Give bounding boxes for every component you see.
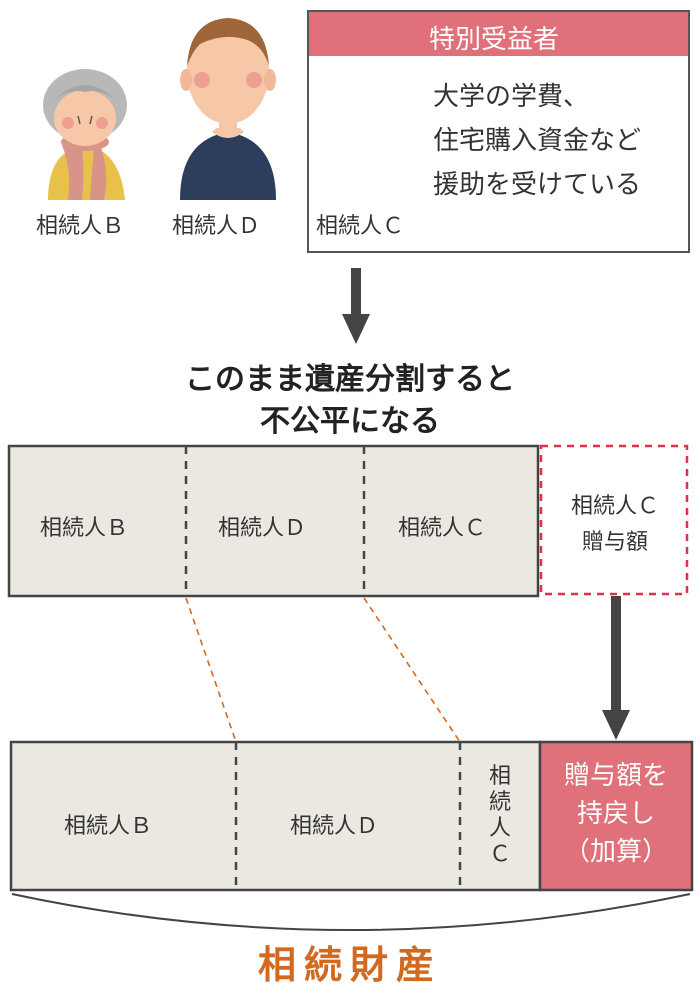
projection-line-1: [185, 597, 237, 743]
top-bar-d-label: 相続人Ｄ: [218, 516, 307, 541]
special-beneficiary-box: 特別受益者 大学の学費、 住宅購入資金など 援助を受けている: [307, 10, 690, 253]
projection-line-2: [363, 597, 461, 743]
heir-c-label: 相続人Ｃ: [316, 214, 405, 239]
gift-label-line-2: 贈与額: [581, 530, 648, 555]
heading-line-2: 不公平になる: [260, 404, 440, 439]
heading-line-1: このまま遺産分割すると: [185, 362, 515, 397]
benefit-line-3: 援助を受けている: [433, 170, 642, 200]
top-bar: [7, 444, 540, 598]
add-back-line-1: 贈与額を: [563, 761, 668, 791]
benefit-line-2: 住宅購入資金など: [433, 126, 642, 156]
benefit-line-1: 大学の学費、: [433, 82, 590, 112]
estate-label: 相続財産: [257, 943, 442, 987]
arrow-down-icon: [602, 596, 630, 740]
bottom-bar-c-char-4: Ｃ: [488, 842, 511, 867]
bottom-bar-c-char-3: 人: [488, 816, 511, 841]
grandmother-icon: [43, 69, 127, 200]
heir-d-label: 相続人Ｄ: [172, 214, 261, 239]
estate-brace: [11, 893, 691, 931]
bottom-bar-d-label: 相続人Ｄ: [290, 814, 379, 839]
add-back-box: [538, 740, 694, 892]
bottom-bar-c-char-1: 相: [488, 764, 511, 789]
add-back-line-2: 持戻し: [576, 799, 655, 829]
man-navy-sweater-icon: [180, 18, 276, 200]
top-bar-b-label: 相続人Ｂ: [40, 516, 129, 541]
special-beneficiary-title: 特別受益者: [429, 25, 560, 55]
special-beneficiary-header: 特別受益者: [309, 12, 688, 56]
arrow-down-icon: [342, 268, 370, 344]
top-bar-c-label: 相続人Ｃ: [398, 516, 487, 541]
gift-label-line-1: 相続人Ｃ: [570, 494, 659, 519]
add-back-line-3: （加算）: [563, 837, 668, 867]
gift-amount-box: [539, 444, 689, 596]
bottom-bar-b-label: 相続人Ｂ: [64, 814, 153, 839]
heir-b-label: 相続人Ｂ: [36, 214, 125, 239]
bottom-bar-c-char-2: 続: [488, 790, 511, 815]
bottom-bar: [9, 740, 542, 892]
